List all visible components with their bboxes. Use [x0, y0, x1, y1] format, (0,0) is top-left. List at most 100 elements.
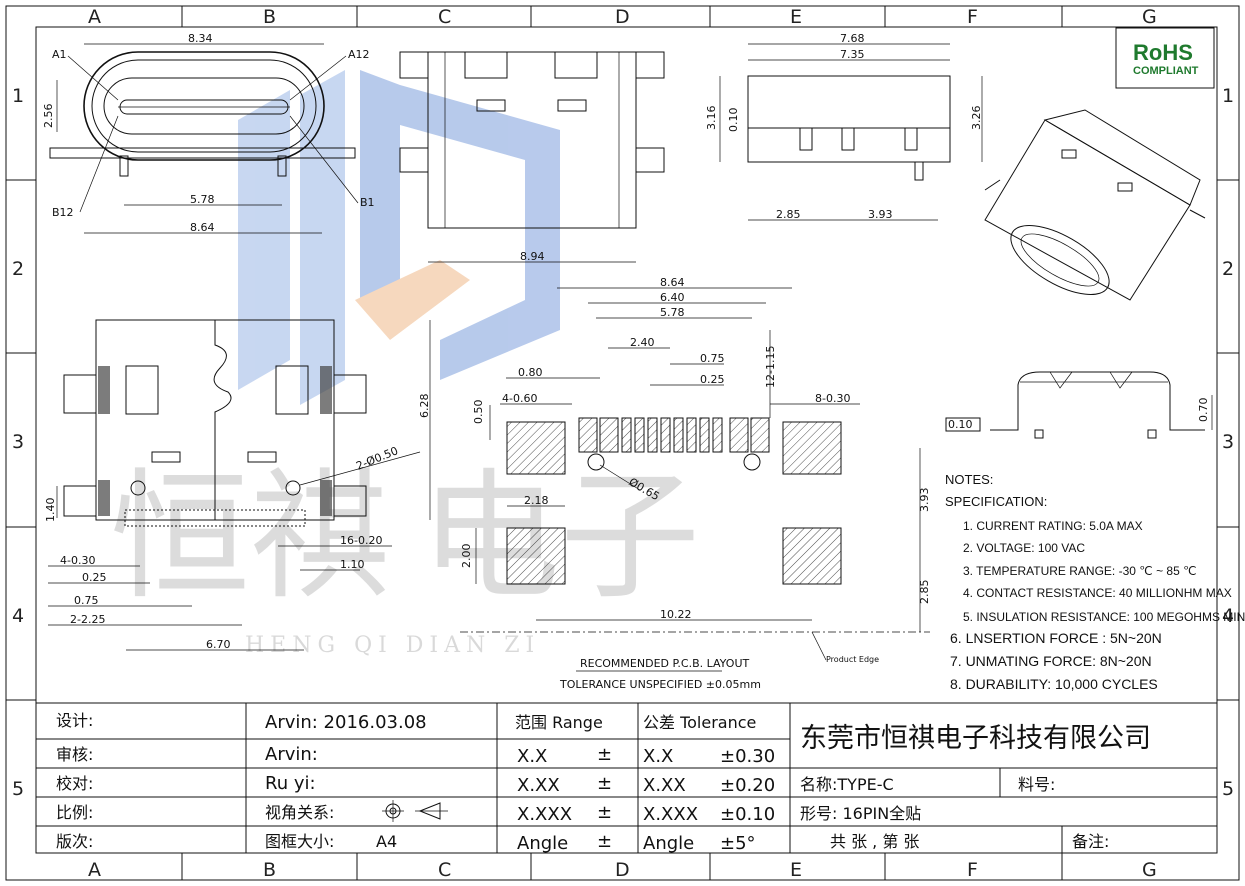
pcb-dim-075: 0.75 [700, 352, 725, 365]
front-dim-pitch: 5.78 [190, 193, 215, 206]
tb-part-name: 名称:TYPE-C [800, 775, 894, 794]
front-label-b12: B12 [52, 206, 74, 219]
notes-block: NOTES: SPECIFICATION: 1. CURRENT RATING:… [945, 472, 1245, 692]
tb-tol-3-val: ±0.10 [720, 804, 775, 825]
row-label-right-1: 1 [1222, 85, 1234, 107]
projection-symbol-icon [382, 800, 448, 822]
tb-range-3-pm: ± [597, 802, 612, 823]
rohs-badge: RoHS COMPLIANT [1115, 27, 1215, 89]
tb-label-scale: 比例: [56, 803, 93, 822]
row-label-right-2: 2 [1222, 258, 1234, 280]
tb-remark: 备注: [1072, 832, 1109, 851]
col-label-bottom-f: F [967, 859, 978, 881]
col-label-top-b: B [263, 6, 276, 28]
note-item-5: 5. INSULATION RESISTANCE: 100 MEGOHMS MI… [963, 610, 1245, 624]
watermark-char-1: 恒 [110, 456, 250, 619]
tb-tolerance-header: 公差 Tolerance [643, 713, 756, 732]
watermark-pinyin: HENG QI DIAN ZI [245, 633, 540, 658]
pcb-dim-025: 0.25 [700, 373, 725, 386]
front-label-a1: A1 [52, 48, 67, 61]
side-view: 7.68 7.35 3.16 0.10 3.26 2.85 3.93 [705, 32, 983, 221]
pcb-dim-080: 0.80 [518, 366, 543, 379]
pcb-dim-864: 8.64 [660, 276, 685, 289]
note-item-4: 4. CONTACT RESISTANCE: 40 MILLIONHM MAX [963, 586, 1232, 600]
front-view: 8.34 A1 A12 2.56 B12 B1 5.78 8.64 [42, 32, 375, 234]
tb-label-check: 校对: [56, 774, 93, 793]
col-label-bottom-c: C [438, 859, 451, 881]
tb-tol-2: X.XX [643, 775, 686, 796]
row-label-right-4: 4 [1222, 605, 1234, 627]
bottom-dim-16x020: 16-0.20 [340, 534, 382, 547]
tb-value-a4: A4 [376, 832, 397, 851]
tb-range-3: X.XXX [517, 804, 572, 825]
bottom-dim-pin-4x030: 4-0.30 [60, 554, 95, 567]
tb-tol-4-val: ±5° [720, 833, 756, 854]
profile-dim-070: 0.70 [1197, 398, 1210, 423]
tb-label-review: 审核: [56, 745, 93, 764]
col-label-top-e: E [790, 6, 802, 28]
col-label-bottom-e: E [790, 859, 802, 881]
pcb-dim-200: 2.00 [460, 544, 473, 569]
tb-part-number: 料号: [1018, 775, 1055, 794]
pcb-dim-285: 2.85 [918, 580, 931, 605]
row-label-left-2: 2 [12, 258, 24, 280]
tb-range-1: X.X [517, 746, 547, 767]
pcb-dim-4x060: 4-0.60 [502, 392, 537, 405]
col-label-top-c: C [438, 6, 451, 28]
side-dim-316: 3.16 [705, 106, 718, 131]
note-item-2: 2. VOLTAGE: 100 VAC [963, 541, 1085, 555]
side-dim-010: 0.10 [727, 108, 740, 133]
watermark-text: 恒 祺 电 子 HENG QI DIAN ZI [110, 456, 700, 658]
row-label-left-3: 3 [12, 431, 24, 453]
pcb-dim-1022: 10.22 [660, 608, 692, 621]
tb-tol-1: X.X [643, 746, 673, 767]
tb-range-header: 范围 Range [515, 713, 603, 732]
pcb-dim-393: 3.93 [918, 488, 931, 513]
note-item-8: 8. DURABILITY: 10,000 CYCLES [950, 676, 1158, 692]
tb-tol-4: Angle [643, 833, 694, 854]
front-label-a12: A12 [348, 48, 370, 61]
rohs-subtitle: COMPLIANT [1133, 65, 1199, 77]
side-dim-735: 7.35 [840, 48, 865, 61]
notes-title: NOTES: [945, 472, 993, 487]
bottom-dim-140: 1.40 [44, 498, 57, 523]
isometric-view [984, 109, 1206, 301]
pcb-dim-640: 6.40 [660, 291, 685, 304]
col-label-bottom-d: D [615, 859, 630, 881]
pcb-dim-050: 0.50 [472, 400, 485, 425]
tb-tol-1-val: ±0.30 [720, 746, 775, 767]
tb-value-projection: 视角关系: [265, 803, 334, 822]
row-label-left-4: 4 [12, 605, 24, 627]
top-dim-width: 8.94 [520, 250, 545, 263]
tb-range-4-pm: ± [597, 831, 612, 852]
tb-range-1-pm: ± [597, 744, 612, 765]
side-dim-768: 7.68 [840, 32, 865, 45]
pcb-dim-240: 2.40 [630, 336, 655, 349]
pcb-dim-8x030: 8-0.30 [815, 392, 850, 405]
front-dim-overall: 8.64 [190, 221, 215, 234]
col-label-top-f: F [967, 6, 978, 28]
pcb-product-edge: Product Edge [826, 655, 879, 664]
tb-range-4: Angle [517, 833, 568, 854]
side-dim-326: 3.26 [970, 106, 983, 131]
front-dim-height: 2.56 [42, 104, 55, 129]
pcb-layout: 8.64 6.40 5.78 2.40 0.75 0.25 0.80 0.50 … [460, 276, 931, 691]
col-label-bottom-a: A [88, 859, 101, 881]
row-label-left-1: 1 [12, 85, 24, 107]
tb-range-2-pm: ± [597, 773, 612, 794]
notes-spec: SPECIFICATION: [945, 494, 1047, 509]
tb-value-review: Arvin: [265, 744, 318, 765]
tb-sheet-count: 共 张 , 第 张 [830, 832, 919, 851]
bottom-dim-075: 0.75 [74, 594, 99, 607]
pcb-tolerance: TOLERANCE UNSPECIFIED ±0.05mm [559, 678, 761, 691]
note-item-6: 6. LNSERTION FORCE : 5N~20N [950, 630, 1162, 646]
bottom-dim-628: 6.28 [418, 394, 431, 419]
bottom-dim-025: 0.25 [82, 571, 107, 584]
profile-dim-c010: 0.10 [948, 418, 973, 431]
tb-model: 形号: 16PIN全贴 [800, 804, 921, 823]
tb-value-framesize: 图框大小: [265, 832, 334, 851]
note-item-1: 1. CURRENT RATING: 5.0A MAX [963, 519, 1143, 533]
tb-value-check: Ru yi: [265, 773, 316, 794]
tb-range-2: X.XX [517, 775, 560, 796]
bottom-view: 6.28 2-Ø0.50 1.40 4-0.30 0.25 0.75 2-2.2… [44, 319, 431, 651]
